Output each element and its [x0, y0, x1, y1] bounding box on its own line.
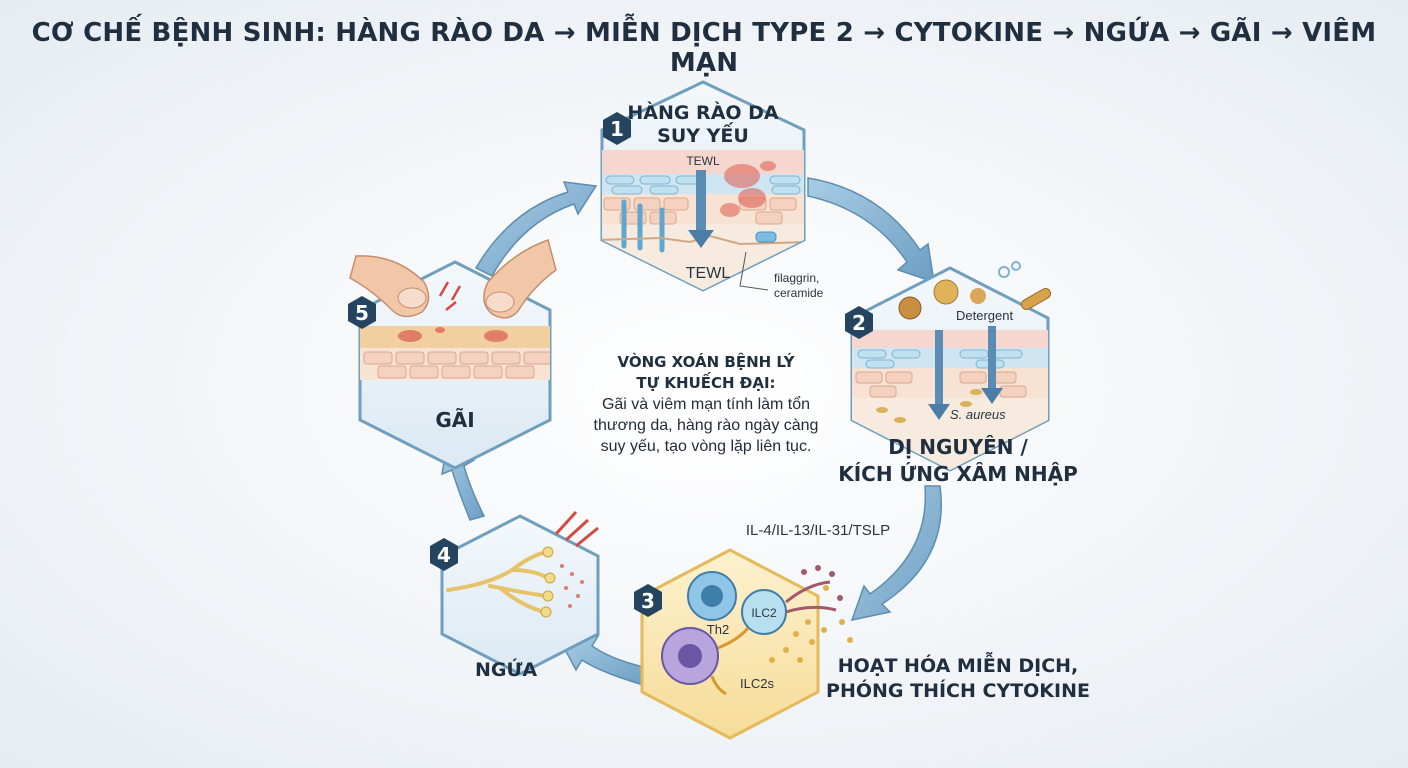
- tewl-label-bottom: TEWL: [686, 265, 731, 282]
- bacteria-icon: [1020, 288, 1052, 310]
- ceramide-label: ceramide: [774, 286, 824, 300]
- nerve-fiber-icon: [446, 550, 550, 614]
- tewl-arrow: [688, 170, 714, 248]
- center-body-line2: thương da, hàng rào ngày càng: [593, 417, 819, 434]
- step-4-title: NGỨA: [475, 657, 537, 681]
- step-4-badge: [430, 538, 458, 571]
- step-1-title-line1: HÀNG RÀO DA: [627, 101, 779, 124]
- step-4-itch: NGỨA 4: [430, 510, 600, 681]
- step-3-title-line1: HOẠT HÓA MIỄN DỊCH,: [838, 650, 1079, 677]
- ilc2s-label: ILC2s: [740, 676, 774, 691]
- itch-particles: [560, 564, 584, 608]
- detergent-bubble-icon: [998, 266, 1010, 278]
- filaggrin-label: filaggrin,: [774, 271, 819, 285]
- step-3-immune-activation: IL-4/IL-13/IL-31/TSLP Th2 ILC2 ILC2s HOẠ…: [634, 522, 1090, 740]
- step-3-title-line2: PHÓNG THÍCH CYTOKINE: [826, 678, 1090, 702]
- step-1-barrier: HÀNG RÀO DA SUY YẾU TEWL TEWL filaggrin,…: [600, 80, 824, 300]
- arrow-5-to-1: [474, 181, 598, 277]
- skin-layers-illustration-5: [360, 326, 550, 380]
- step-5-badge: [348, 296, 376, 329]
- step-4-number: 4: [437, 543, 451, 567]
- step-5-scratch: GÃI 5: [348, 239, 557, 470]
- filaggrin-pointer: [739, 251, 769, 291]
- skin-layers-illustration-2: [852, 330, 1048, 470]
- itch-spark-icon: [554, 510, 599, 548]
- s-aureus-label: S. aureus: [950, 407, 1006, 422]
- activation-arrow: [717, 627, 750, 650]
- mold-icon: [970, 288, 986, 304]
- center-body-line3: suy yếu, tạo vòng lặp liên tục.: [600, 438, 812, 455]
- cytokine-dots: [769, 565, 853, 663]
- diagram-title: CƠ CHẾ BỆNH SINH: HÀNG RÀO DA → MIỄN DỊC…: [31, 18, 1377, 78]
- arrow-1-to-2: [807, 177, 935, 284]
- step-2-title-line1: DỊ NGUYÊN /: [888, 435, 1028, 459]
- center-explanation: VÒNG XOÁN BỆNH LÝ TỰ KHUẾCH ĐẠI: Gãi và …: [576, 352, 836, 457]
- step-5-title: GÃI: [435, 408, 474, 432]
- cytokines-label: IL-4/IL-13/IL-31/TSLP: [746, 522, 890, 539]
- penetration-arrows: [928, 326, 1003, 420]
- step-2-allergens: Detergent S. aureus DỊ NGUYÊN / KÍCH ỨNG…: [838, 261, 1078, 486]
- step-1-title-line2: SUY YẾU: [657, 121, 749, 147]
- th2-label: Th2: [707, 622, 729, 637]
- pollen-icon: [933, 279, 959, 305]
- step-3-number: 3: [641, 589, 655, 613]
- arrow-2-to-3: [850, 485, 942, 622]
- center-body-line1: Gãi và viêm mạn tính làm tổn: [601, 396, 811, 413]
- dust-mite-icon: [898, 296, 922, 320]
- step-5-number: 5: [355, 301, 369, 325]
- step-3-badge: [634, 584, 662, 617]
- step-2-badge: [845, 306, 873, 339]
- step-1-number: 1: [610, 117, 624, 141]
- tewl-label-top: TEWL: [686, 154, 720, 168]
- step-1-badge: [603, 112, 631, 145]
- step-2-number: 2: [852, 311, 866, 335]
- scratch-spark-icon: [438, 281, 462, 311]
- ilc2-cell-label: ILC2: [751, 606, 777, 620]
- center-heading-line1: VÒNG XOÁN BỆNH LÝ: [617, 353, 795, 371]
- step-2-title-line2: KÍCH ỨNG XÂM NHẬP: [838, 462, 1078, 486]
- center-glow: [555, 300, 855, 530]
- center-heading-line2: TỰ KHUẾCH ĐẠI:: [636, 374, 776, 392]
- detergent-label: Detergent: [956, 308, 1013, 323]
